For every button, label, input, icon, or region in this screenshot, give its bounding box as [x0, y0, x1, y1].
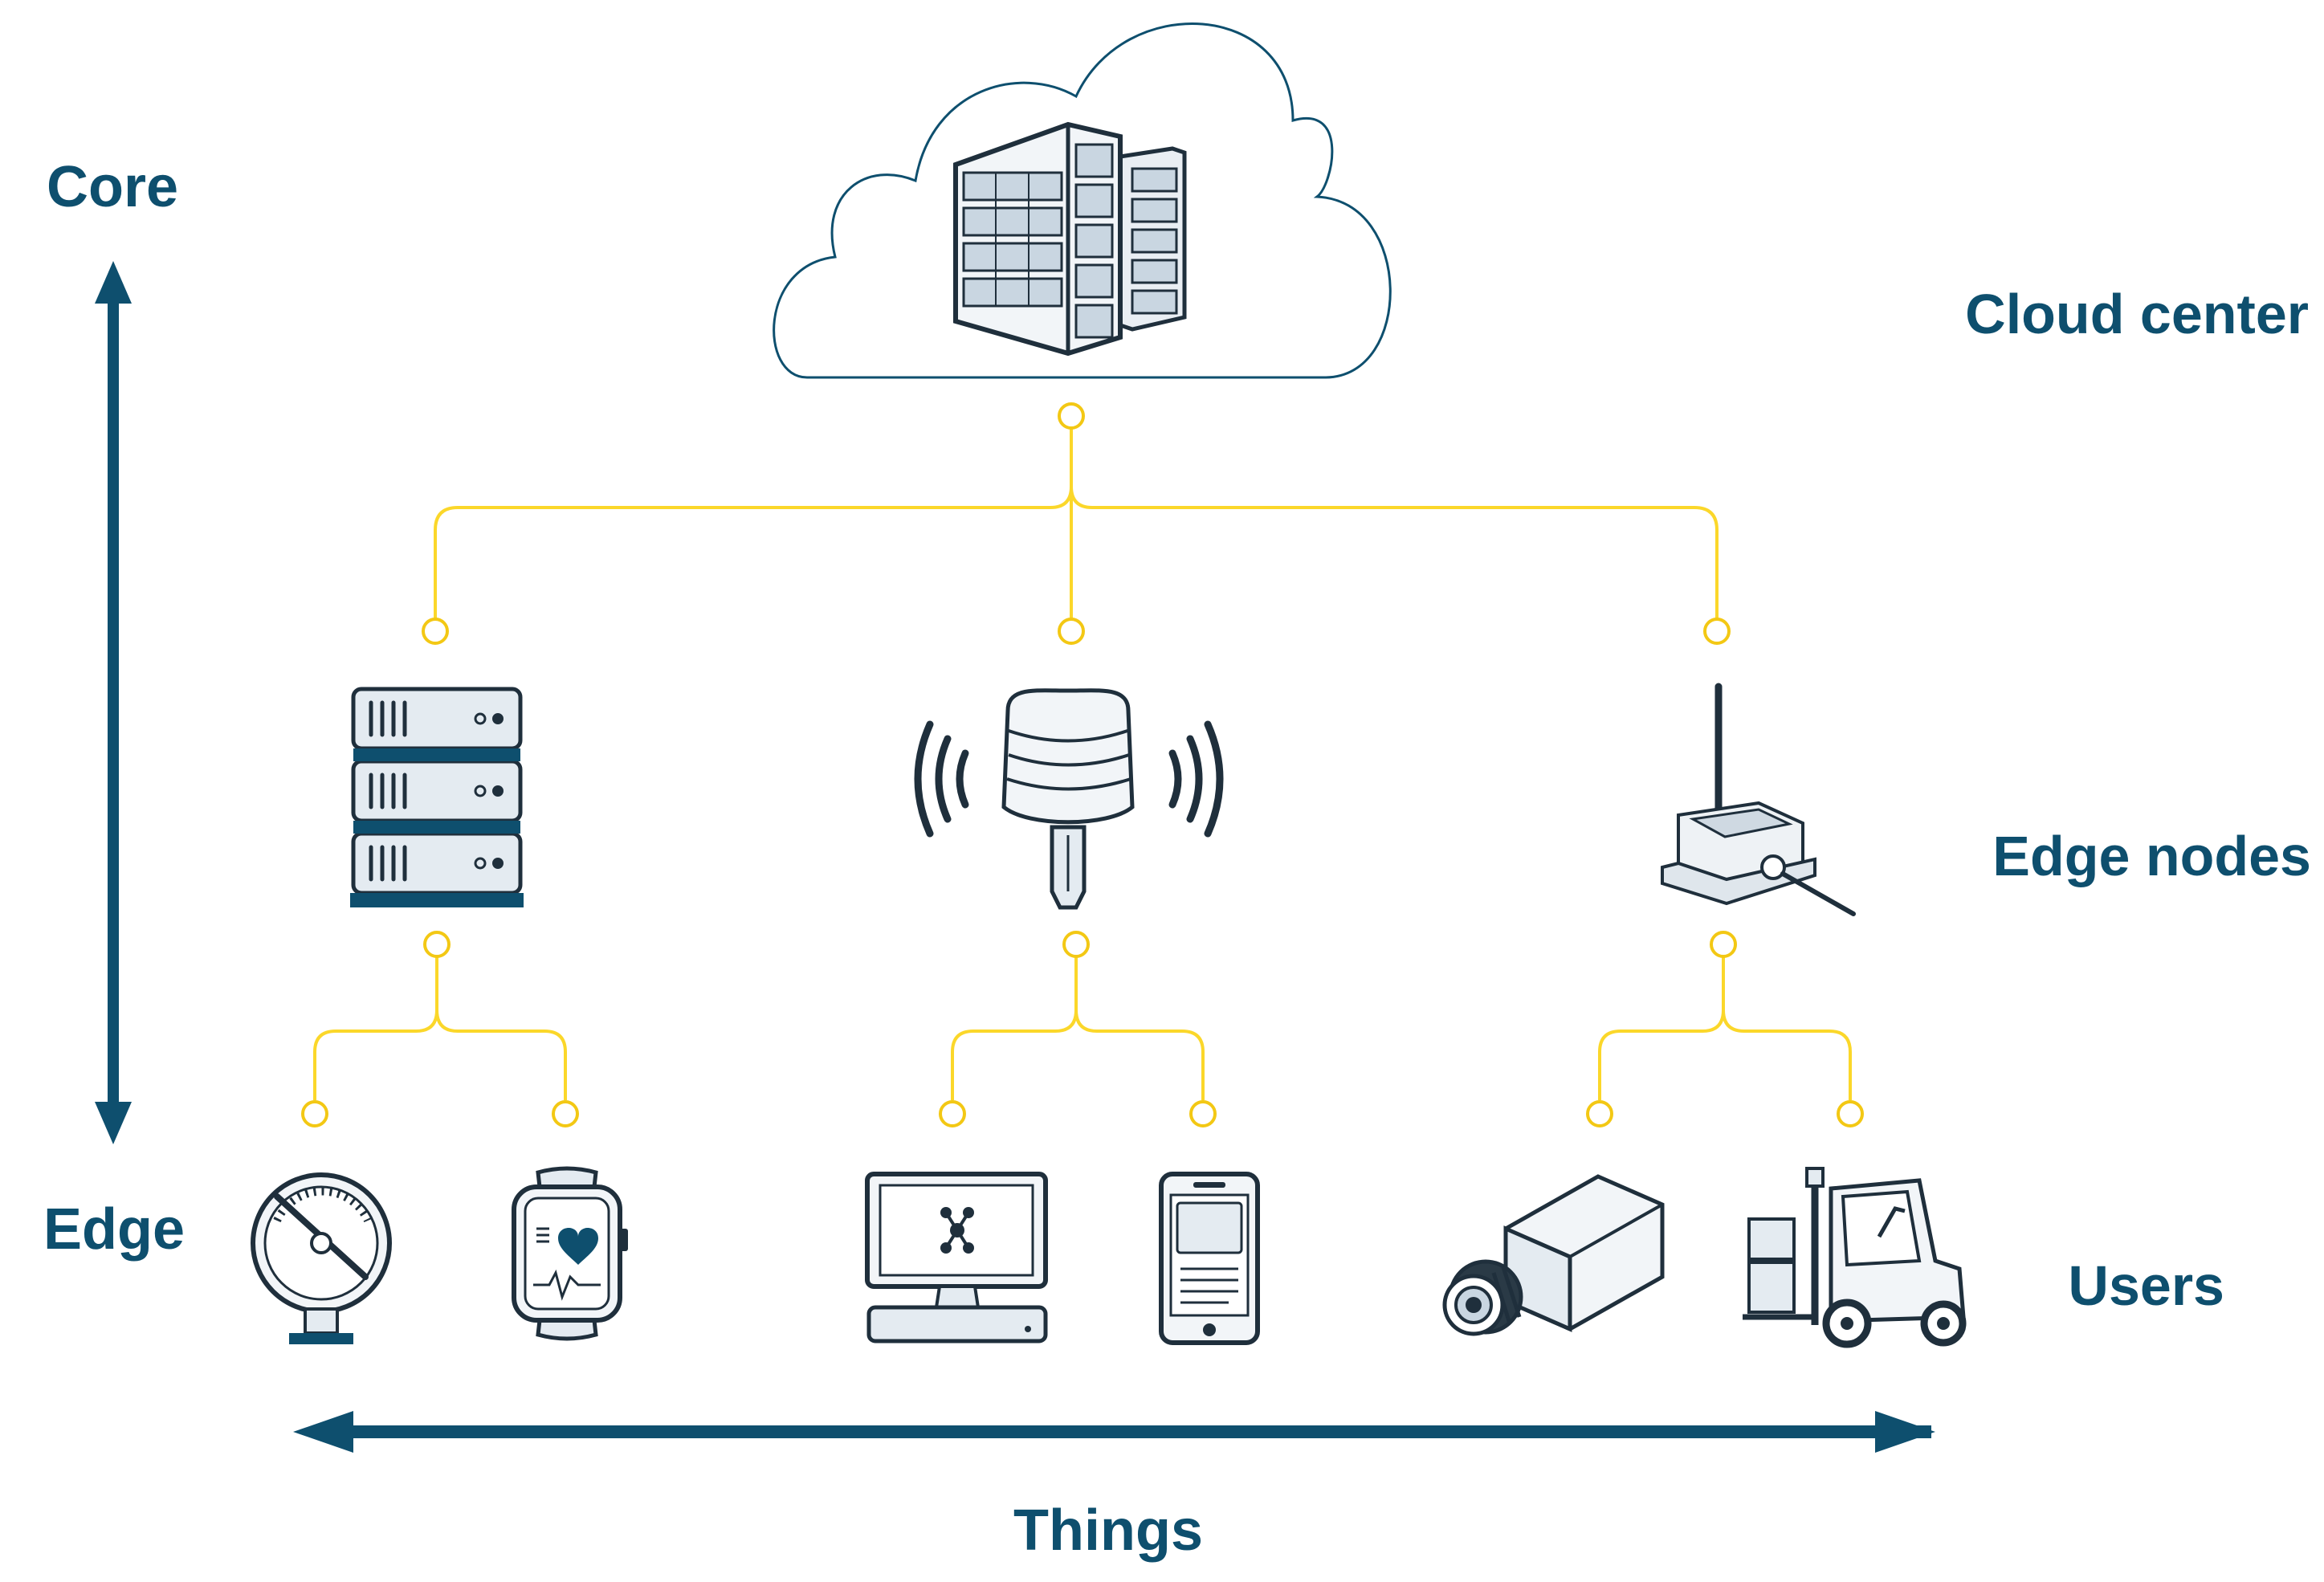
core-label: Core — [47, 155, 178, 219]
things-arrow — [293, 1411, 1935, 1453]
edge-label: Edge — [43, 1197, 185, 1262]
pressure-gauge-icon — [251, 1172, 392, 1344]
cloud-center-label: Cloud center — [1965, 283, 2309, 345]
server-rack-icon — [350, 687, 524, 907]
connector-lines — [313, 427, 1852, 1100]
forklift-icon — [1743, 1167, 1967, 1348]
connector-nodes — [301, 402, 1864, 1127]
industrial-camera-icon — [1442, 1174, 1665, 1336]
things-label: Things — [1013, 1498, 1203, 1563]
smartwatch-icon — [512, 1166, 628, 1341]
wireless-sensor-icon — [914, 688, 1224, 910]
users-label: Users — [2068, 1254, 2224, 1317]
desktop-computer-icon — [865, 1172, 1048, 1343]
smartphone-icon — [1159, 1172, 1260, 1345]
antenna-gateway-icon — [1661, 683, 1856, 916]
cloud-datacenter-icon — [773, 22, 1392, 379]
core-edge-arrow — [95, 261, 132, 1144]
edge-nodes-label: Edge nodes — [1992, 825, 2311, 887]
